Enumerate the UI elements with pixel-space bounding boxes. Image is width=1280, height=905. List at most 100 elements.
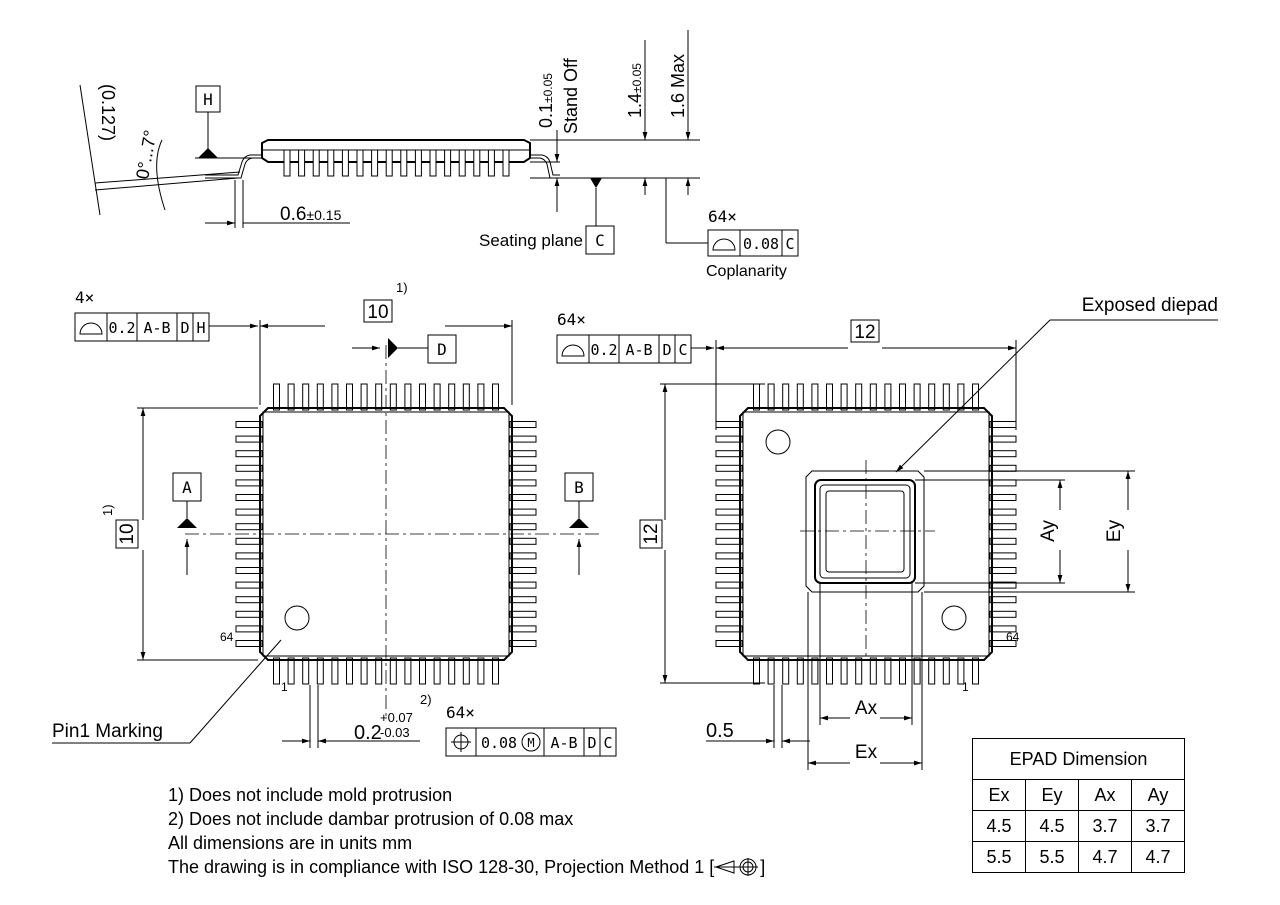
lead-pin bbox=[448, 383, 456, 411]
bottom-fcf-datum-ab: A-B bbox=[625, 341, 652, 359]
lead-pin bbox=[989, 523, 1017, 531]
lead-pin bbox=[715, 567, 743, 574]
epad-cell: 4.5 bbox=[1025, 810, 1079, 842]
lead-pin bbox=[492, 383, 499, 411]
lead-width-plus: +0.07 bbox=[380, 710, 413, 725]
lead-pin bbox=[715, 450, 743, 458]
lead-pin bbox=[433, 657, 441, 685]
lead-pin bbox=[287, 657, 295, 685]
epad-cell: 4.7 bbox=[1131, 841, 1185, 873]
lead-pin bbox=[989, 537, 1017, 545]
body-height-value: 1.4±0.05 bbox=[625, 63, 645, 118]
side-lead bbox=[283, 149, 291, 177]
lead-pin bbox=[715, 596, 743, 604]
lead-pin bbox=[477, 383, 485, 411]
lead-pin bbox=[715, 494, 743, 501]
lead-pin bbox=[989, 567, 1017, 574]
lead-pin bbox=[715, 421, 743, 428]
lead-pin bbox=[462, 657, 470, 685]
lead-pin bbox=[782, 657, 790, 685]
epad-dimension-table: EPAD Dimension Ex Ey Ax Ay 4.5 4.5 3.7 3… bbox=[972, 738, 1185, 873]
lead-pin bbox=[235, 625, 263, 633]
lead-pin bbox=[753, 657, 760, 685]
coplanarity-value: 0.08 bbox=[743, 235, 779, 253]
epad-cell: 4.5 bbox=[972, 810, 1026, 842]
datum-c-label: C bbox=[595, 231, 605, 250]
lead-pin bbox=[509, 625, 537, 633]
side-lead bbox=[327, 149, 335, 177]
side-view: (0.127) 0°...7° H 0.6±0.15 C Seating pla… bbox=[79, 30, 799, 280]
lead-pin bbox=[957, 657, 965, 685]
epad-header-ay: Ay bbox=[1131, 779, 1185, 811]
ey-label: Ey bbox=[1104, 519, 1125, 542]
lead-pin bbox=[477, 657, 485, 685]
lead-pin bbox=[509, 435, 537, 443]
table-row: 4.5 4.5 3.7 3.7 bbox=[972, 810, 1185, 842]
lead-pin bbox=[989, 450, 1017, 458]
table-row: 5.5 5.5 4.7 4.7 bbox=[972, 841, 1185, 873]
lead-pin bbox=[753, 383, 760, 411]
top-body-height-note: 1) bbox=[100, 504, 115, 516]
lead-pin bbox=[273, 383, 280, 411]
lead-pin bbox=[989, 464, 1017, 472]
lead-pin bbox=[989, 610, 1017, 618]
lead-pin bbox=[302, 657, 310, 685]
lead-pin bbox=[884, 657, 892, 685]
lead-pin bbox=[715, 537, 743, 545]
lead-pin bbox=[782, 383, 790, 411]
lead-pin bbox=[715, 552, 743, 560]
bottom-span-height: 12 bbox=[641, 523, 662, 544]
lead-pin bbox=[360, 383, 368, 411]
exposed-diepad-label: Exposed diepad bbox=[1082, 295, 1218, 316]
lead-pin bbox=[433, 383, 441, 411]
lead-pin bbox=[235, 537, 263, 545]
side-lead bbox=[487, 149, 495, 177]
lead-pin bbox=[235, 610, 263, 618]
lead-pin bbox=[913, 657, 921, 685]
lead-pin bbox=[509, 596, 537, 604]
top-fcf-count: 4× bbox=[75, 288, 94, 307]
bottom-pin64-label: 64 bbox=[1006, 630, 1020, 644]
lead-pin bbox=[235, 508, 263, 516]
note-4: The drawing is in compliance with ISO 12… bbox=[168, 855, 765, 879]
lead-pin bbox=[404, 383, 412, 411]
lead-pin bbox=[331, 657, 339, 685]
lead-pin bbox=[360, 657, 368, 685]
lead-pin bbox=[972, 657, 979, 685]
lead-pin bbox=[811, 383, 819, 411]
pin1-marking-label: Pin1 Marking bbox=[52, 721, 163, 742]
lead-pin bbox=[235, 464, 263, 472]
max-height-value: 1.6 Max bbox=[668, 54, 688, 118]
lead-pin bbox=[509, 421, 537, 428]
lead-pin bbox=[715, 479, 743, 487]
epad-cell: 3.7 bbox=[1131, 810, 1185, 842]
lead-pin bbox=[767, 657, 775, 685]
lead-pin bbox=[287, 383, 295, 411]
ex-label: Ex bbox=[855, 742, 878, 763]
bottom-fcf-count: 64× bbox=[557, 310, 586, 329]
side-lead bbox=[356, 149, 364, 177]
side-lead bbox=[502, 149, 510, 177]
lead-pin bbox=[509, 640, 537, 647]
projection-symbol-icon bbox=[714, 858, 759, 876]
bottom-pin1-label: 1 bbox=[962, 680, 969, 694]
lead-pin bbox=[316, 657, 324, 685]
lead-pin bbox=[419, 657, 426, 685]
side-lead bbox=[312, 149, 320, 177]
lead-pin bbox=[235, 581, 263, 589]
top-fcf-datum-ab: A-B bbox=[143, 319, 170, 337]
lead-pin bbox=[715, 523, 743, 531]
lead-pin bbox=[509, 567, 537, 574]
lead-pin bbox=[840, 383, 848, 411]
lead-pin bbox=[715, 610, 743, 618]
top-view: 10 1) 10 1) 4× 0.2 A-B D H D A bbox=[52, 280, 617, 757]
lead-pin bbox=[942, 657, 950, 685]
top-body-width-note: 1) bbox=[396, 280, 408, 295]
lead-pin bbox=[389, 657, 397, 685]
lead-pin bbox=[509, 494, 537, 501]
side-lead bbox=[341, 149, 349, 177]
side-lead bbox=[371, 149, 379, 177]
standoff-value: 0.1±0.05 bbox=[536, 73, 556, 128]
lead-pin bbox=[509, 523, 537, 531]
